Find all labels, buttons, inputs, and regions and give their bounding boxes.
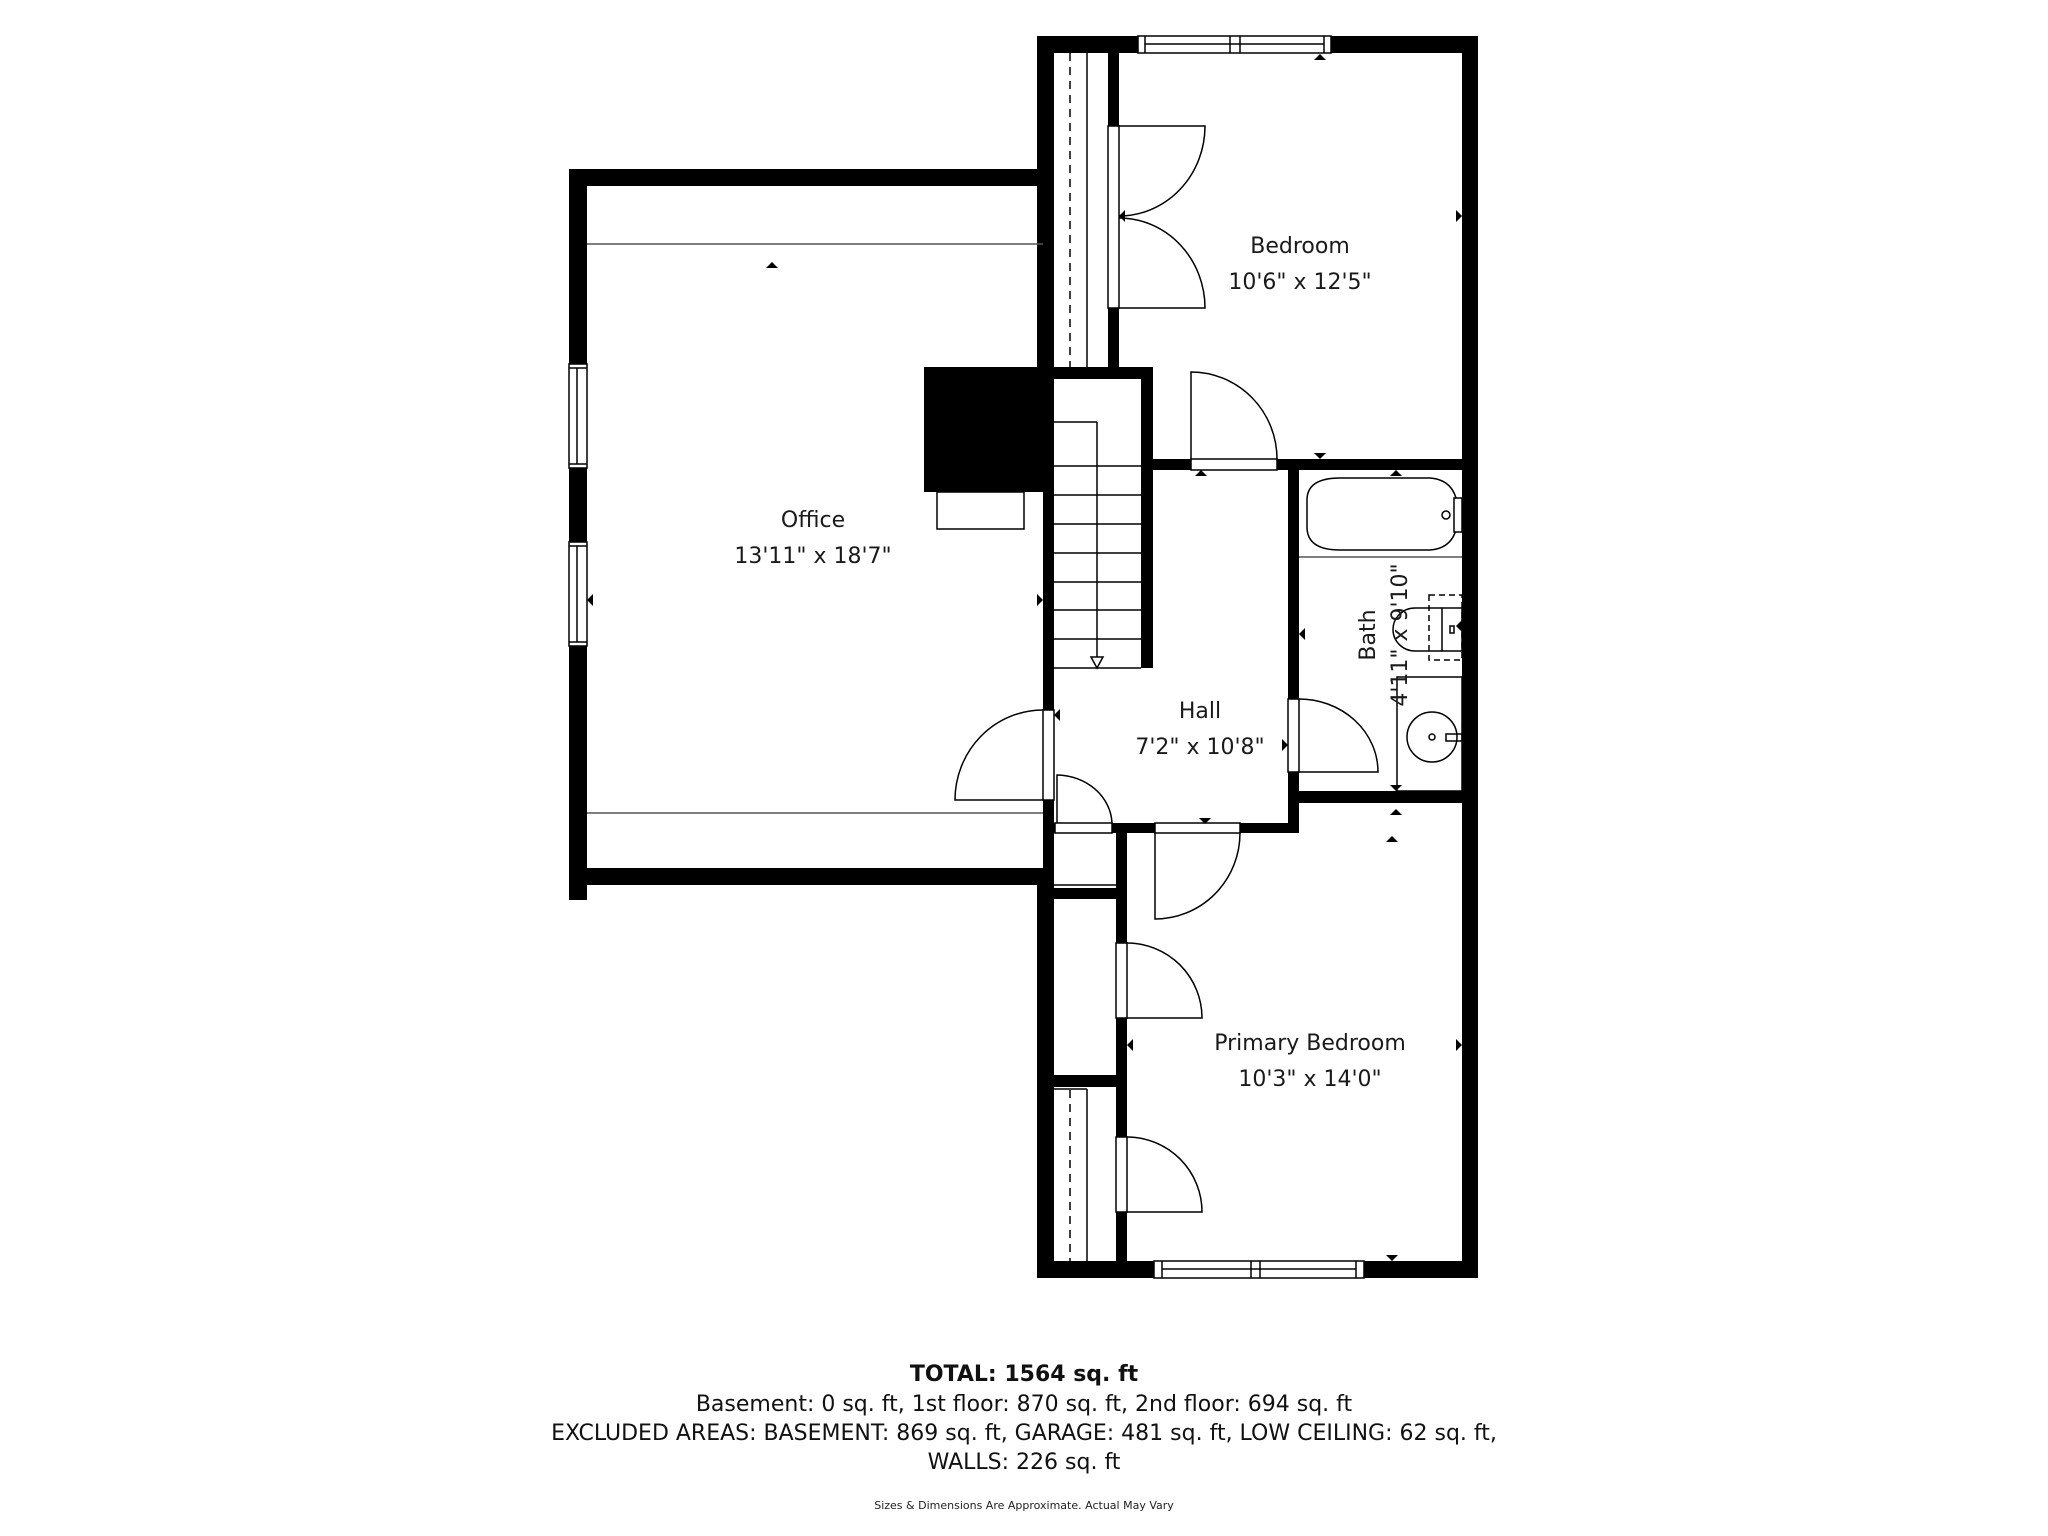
room-name: Bath — [1356, 609, 1381, 661]
floor-areas: Basement: 0 sq. ft, 1st floor: 870 sq. f… — [695, 1392, 1353, 1417]
windows — [568, 35, 1365, 1279]
room-dimensions: 10'6" x 12'5" — [1228, 270, 1372, 295]
room-label-bath: Bath 4'11" x 9'10" — [1353, 563, 1417, 706]
doors — [954, 125, 1379, 1213]
total-area: TOTAL: 1564 sq. ft — [909, 1362, 1139, 1387]
room-dimensions: 10'3" x 14'0" — [1238, 1067, 1382, 1092]
room-dimensions: 7'2" x 10'8" — [1135, 735, 1265, 760]
room-name: Office — [780, 508, 846, 533]
room-dimensions: 13'11" x 18'7" — [734, 544, 892, 569]
wall-area: WALLS: 226 sq. ft — [927, 1450, 1121, 1475]
room-dimensions: 4'11" x 9'10" — [1388, 563, 1413, 707]
toilet-bowl-icon — [1392, 607, 1442, 652]
room-label-hall: Hall 7'2" x 10'8" — [1135, 694, 1264, 766]
dimension-markers — [587, 54, 1462, 1261]
room-name: Bedroom — [1250, 234, 1350, 259]
sink-icon — [1406, 711, 1458, 763]
walls — [569, 36, 1478, 1278]
interior-lines — [587, 53, 1141, 1261]
disclaimer: Sizes & Dimensions Are Approximate. Actu… — [874, 1499, 1174, 1512]
room-label-office: Office 13'11" x 18'7" — [734, 503, 891, 575]
room-label-primary-bedroom: Primary Bedroom 10'3" x 14'0" — [1214, 1026, 1406, 1098]
bathtub-icon — [1306, 477, 1459, 551]
toilet-tank-icon — [1441, 607, 1463, 652]
room-name: Primary Bedroom — [1214, 1031, 1406, 1056]
excluded-areas: EXCLUDED AREAS: BASEMENT: 869 sq. ft, GA… — [551, 1421, 1497, 1446]
room-label-bedroom: Bedroom 10'6" x 12'5" — [1228, 229, 1371, 301]
room-name: Hall — [1178, 699, 1222, 724]
area-summary: TOTAL: 1564 sq. ft Basement: 0 sq. ft, 1… — [0, 1360, 2048, 1513]
